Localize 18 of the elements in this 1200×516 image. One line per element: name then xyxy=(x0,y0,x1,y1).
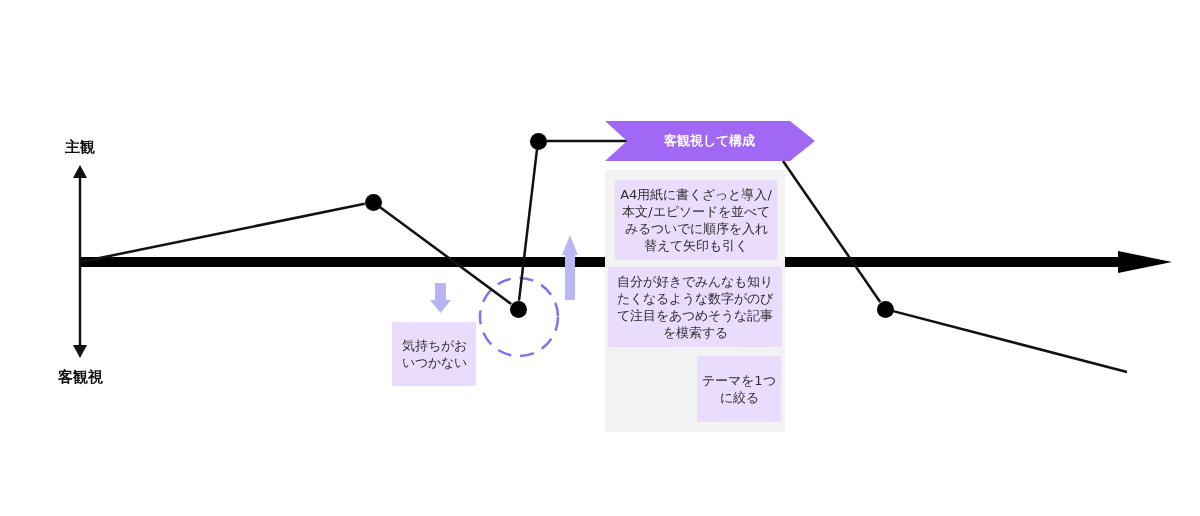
banner-text: 客観視して構成 xyxy=(663,132,755,150)
sticky-note: 自分が好きでみんなも知りたくなるような数字がのびて注目をあつめそうな記事を模索する xyxy=(608,267,782,347)
chevron-banner xyxy=(605,121,815,161)
dot-icon xyxy=(876,300,894,318)
sticky-note: A4用紙に書くざっと導入/本文/エピソードを並べてみるついでに順序を入れ替えて矢印も引く xyxy=(615,180,777,260)
dot-icon xyxy=(509,300,527,318)
panel xyxy=(605,170,785,432)
graph-line xyxy=(379,206,512,305)
sticky-note: 気持ちがおいつかない xyxy=(392,322,476,386)
graph-line xyxy=(781,160,882,303)
axis-label: 客観視 xyxy=(57,368,103,387)
dot-icon xyxy=(364,193,382,211)
graph-line xyxy=(517,149,539,301)
graph-line xyxy=(79,202,365,264)
graph-line xyxy=(892,309,1128,374)
sticky-note: テーマを1つに絞る xyxy=(697,356,781,422)
axis-label: 主観 xyxy=(65,138,95,157)
dot-icon xyxy=(529,132,547,150)
